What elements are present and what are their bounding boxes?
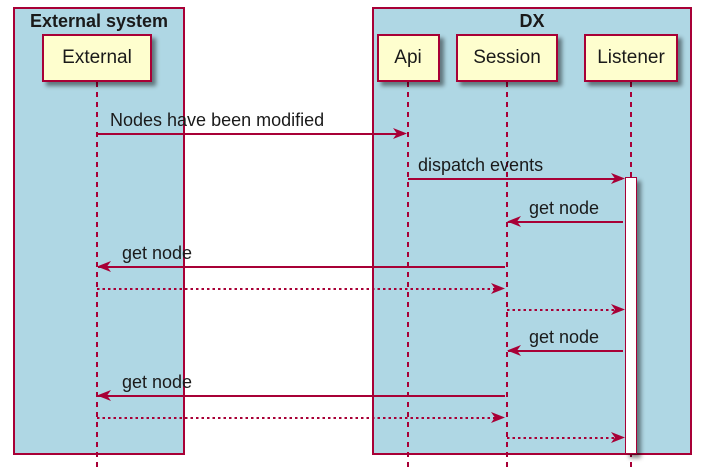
message-label: Nodes have been modified <box>110 110 325 130</box>
activation-bar-listener <box>625 177 637 454</box>
frame-title-external-system: External system <box>29 11 169 31</box>
call-message-line <box>408 178 622 180</box>
lifeline-api <box>407 82 409 470</box>
participant-session: Session <box>456 34 558 82</box>
arrowhead-right-icon <box>611 173 625 184</box>
message-label: get node <box>529 198 600 218</box>
call-message-line <box>508 350 623 352</box>
arrowhead-right-icon <box>611 304 625 315</box>
arrowhead-left-icon <box>507 345 521 356</box>
lifeline-external <box>96 82 98 470</box>
frame-title-dx: DX <box>519 11 545 31</box>
arrowhead-right-icon <box>393 128 407 139</box>
message-label: get node <box>529 327 600 347</box>
message-label: get node <box>122 372 193 392</box>
return-message-line <box>97 417 502 419</box>
participant-external: External <box>42 34 152 82</box>
arrowhead-right-icon <box>491 283 505 294</box>
call-message-line <box>98 395 505 397</box>
call-message-line <box>98 266 505 268</box>
arrowhead-left-icon <box>97 390 111 401</box>
participant-listener: Listener <box>584 34 678 82</box>
call-message-line <box>508 221 623 223</box>
message-label: dispatch events <box>418 155 544 175</box>
return-message-line <box>507 437 622 439</box>
lifeline-session <box>506 82 508 470</box>
return-message-line <box>507 309 622 311</box>
arrowhead-left-icon <box>97 261 111 272</box>
arrowhead-right-icon <box>611 432 625 443</box>
participant-api: Api <box>376 34 440 82</box>
arrowhead-left-icon <box>507 216 521 227</box>
call-message-line <box>97 133 404 135</box>
message-label: get node <box>122 243 193 263</box>
arrowhead-right-icon <box>491 412 505 423</box>
return-message-line <box>97 288 502 290</box>
